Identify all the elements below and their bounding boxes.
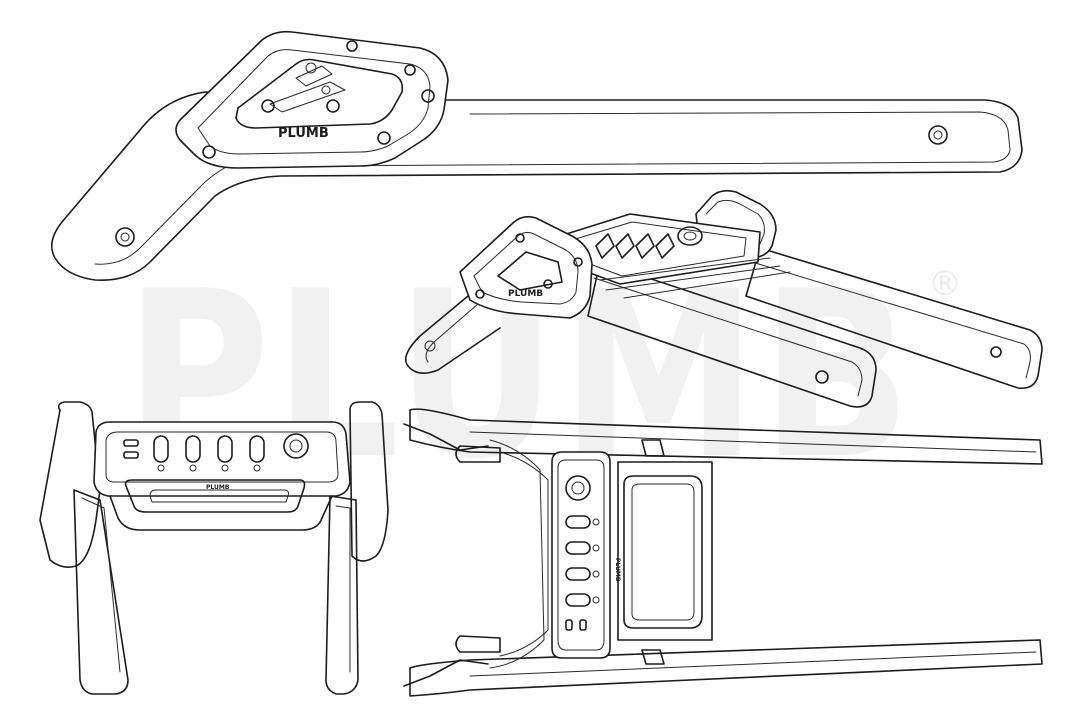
perspective-view: PLUMB (404, 189, 1043, 408)
front-view: PLUMB (39, 401, 389, 695)
front-view-logo: PLUMB (206, 484, 230, 491)
perspective-view-logo: PLUMB (508, 289, 543, 299)
watermark-registered-symbol: ® (928, 264, 962, 304)
top-view: PLUMB (403, 408, 1043, 697)
side-view-logo: PLUMB (278, 126, 329, 141)
side-view: PLUMB (50, 30, 1023, 281)
top-view-logo: PLUMB (614, 558, 621, 582)
